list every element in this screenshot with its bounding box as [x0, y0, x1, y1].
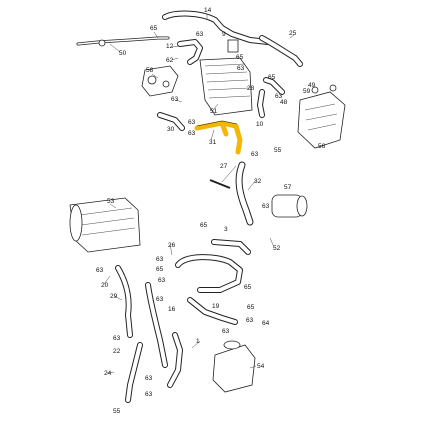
hose-24	[125, 342, 143, 403]
label-54: 54	[257, 363, 265, 370]
label-50: 50	[119, 50, 127, 57]
coolant-pipe-31-highlighted	[194, 120, 243, 155]
label-14: 14	[204, 7, 212, 14]
label-25: 25	[289, 30, 297, 37]
label-10: 10	[256, 121, 264, 128]
label-55: 55	[274, 147, 282, 154]
label-63: 63	[96, 267, 104, 274]
label-65: 65	[268, 74, 276, 81]
label-65: 65	[200, 222, 208, 229]
label-16: 16	[168, 306, 176, 313]
label-30: 30	[167, 126, 175, 133]
label-63: 63	[275, 93, 283, 100]
label-62: 62	[166, 57, 174, 64]
hose-29	[145, 282, 168, 368]
expansion-tank-54	[212, 340, 256, 393]
label-58: 58	[146, 67, 154, 74]
label-63: 63	[156, 256, 164, 263]
label-63: 63	[262, 203, 270, 210]
label-63: 63	[237, 65, 245, 72]
leader-lines	[103, 14, 295, 374]
label-26: 26	[168, 242, 176, 249]
vacuum-line-50	[76, 36, 170, 47]
label-65: 65	[150, 25, 158, 32]
label-55: 55	[113, 408, 121, 415]
hose-16	[187, 297, 238, 325]
label-52: 52	[273, 245, 281, 252]
label-63: 63	[145, 375, 153, 382]
label-63: 63	[188, 119, 196, 126]
label-63: 63	[156, 296, 164, 303]
label-63: 63	[251, 151, 259, 158]
label-49: 49	[308, 82, 316, 89]
pump-57	[271, 194, 308, 218]
hose-1	[167, 332, 183, 388]
label-12: 12	[166, 43, 174, 50]
part-labels: 14 65 63 9 25 50 12 62 65 58 63 65 28 63…	[96, 7, 326, 415]
label-48: 48	[280, 99, 288, 106]
label-65: 65	[236, 54, 244, 61]
label-51: 51	[210, 108, 218, 115]
label-56: 56	[318, 143, 326, 150]
hose-3	[175, 239, 251, 293]
label-22: 22	[113, 348, 121, 355]
label-24: 24	[104, 370, 112, 377]
label-57: 57	[284, 184, 292, 191]
bolt-27	[209, 179, 231, 189]
thermostat-housing-56	[297, 84, 346, 149]
label-63: 63	[113, 335, 121, 342]
label-65: 65	[244, 284, 252, 291]
hose-30	[157, 112, 185, 131]
hose-28	[257, 77, 285, 118]
label-28: 28	[247, 85, 255, 92]
label-53: 53	[107, 198, 115, 205]
label-63: 63	[171, 96, 179, 103]
label-65: 65	[247, 304, 255, 311]
label-1: 1	[196, 338, 200, 345]
egr-cooler-upper	[199, 39, 253, 116]
label-20: 20	[101, 282, 109, 289]
label-63: 63	[145, 391, 153, 398]
label-27: 27	[220, 163, 228, 170]
label-63: 63	[196, 31, 204, 38]
label-32: 32	[254, 178, 262, 185]
label-63: 63	[188, 130, 196, 137]
label-65: 65	[156, 266, 164, 273]
label-63: 63	[222, 328, 230, 335]
label-64: 64	[262, 320, 270, 327]
upper-coolant-hose	[162, 10, 303, 67]
label-63: 63	[246, 317, 254, 324]
label-63: 63	[158, 277, 166, 284]
hose-12	[177, 39, 203, 65]
hose-20	[115, 265, 133, 338]
label-19: 19	[212, 303, 220, 310]
label-29: 29	[110, 293, 118, 300]
egr-cooler-53	[69, 197, 141, 253]
label-3: 3	[224, 226, 228, 233]
label-59: 59	[303, 88, 311, 95]
bracket-58	[141, 65, 179, 97]
hose-32	[235, 161, 254, 226]
label-31: 31	[209, 139, 217, 146]
label-9: 9	[222, 31, 226, 38]
